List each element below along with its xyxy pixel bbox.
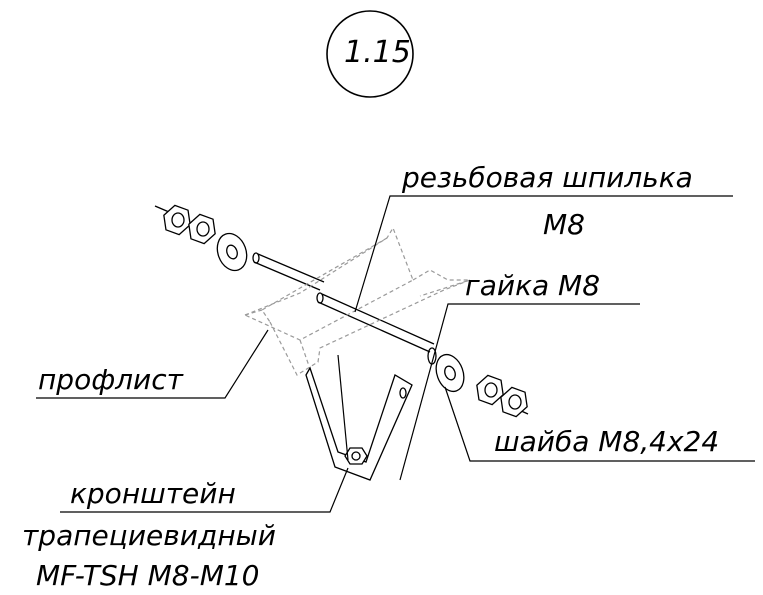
leader-lines xyxy=(36,195,755,513)
right-nut-pair xyxy=(476,374,528,418)
right-washer xyxy=(435,353,465,393)
nut-label: гайка М8 xyxy=(465,269,601,302)
stud-label: резьбовая шпилька xyxy=(402,161,693,194)
bracket-label: кронштейн xyxy=(70,477,236,510)
left-washer xyxy=(216,232,248,272)
detail-number-circle xyxy=(326,10,414,98)
bracket-type-label: трапециевидный xyxy=(22,519,276,552)
profile-sheet xyxy=(243,226,471,376)
stud-size-label: М8 xyxy=(543,208,585,241)
left-nut-pair xyxy=(163,204,216,245)
detail-number: 1.15 xyxy=(344,35,411,70)
profile-label: профлист xyxy=(38,363,183,396)
bracket-model-label: MF-TSH M8-M10 xyxy=(36,559,260,592)
washer-label: шайба М8,4х24 xyxy=(494,425,720,458)
trapezoid-bracket xyxy=(305,366,413,481)
